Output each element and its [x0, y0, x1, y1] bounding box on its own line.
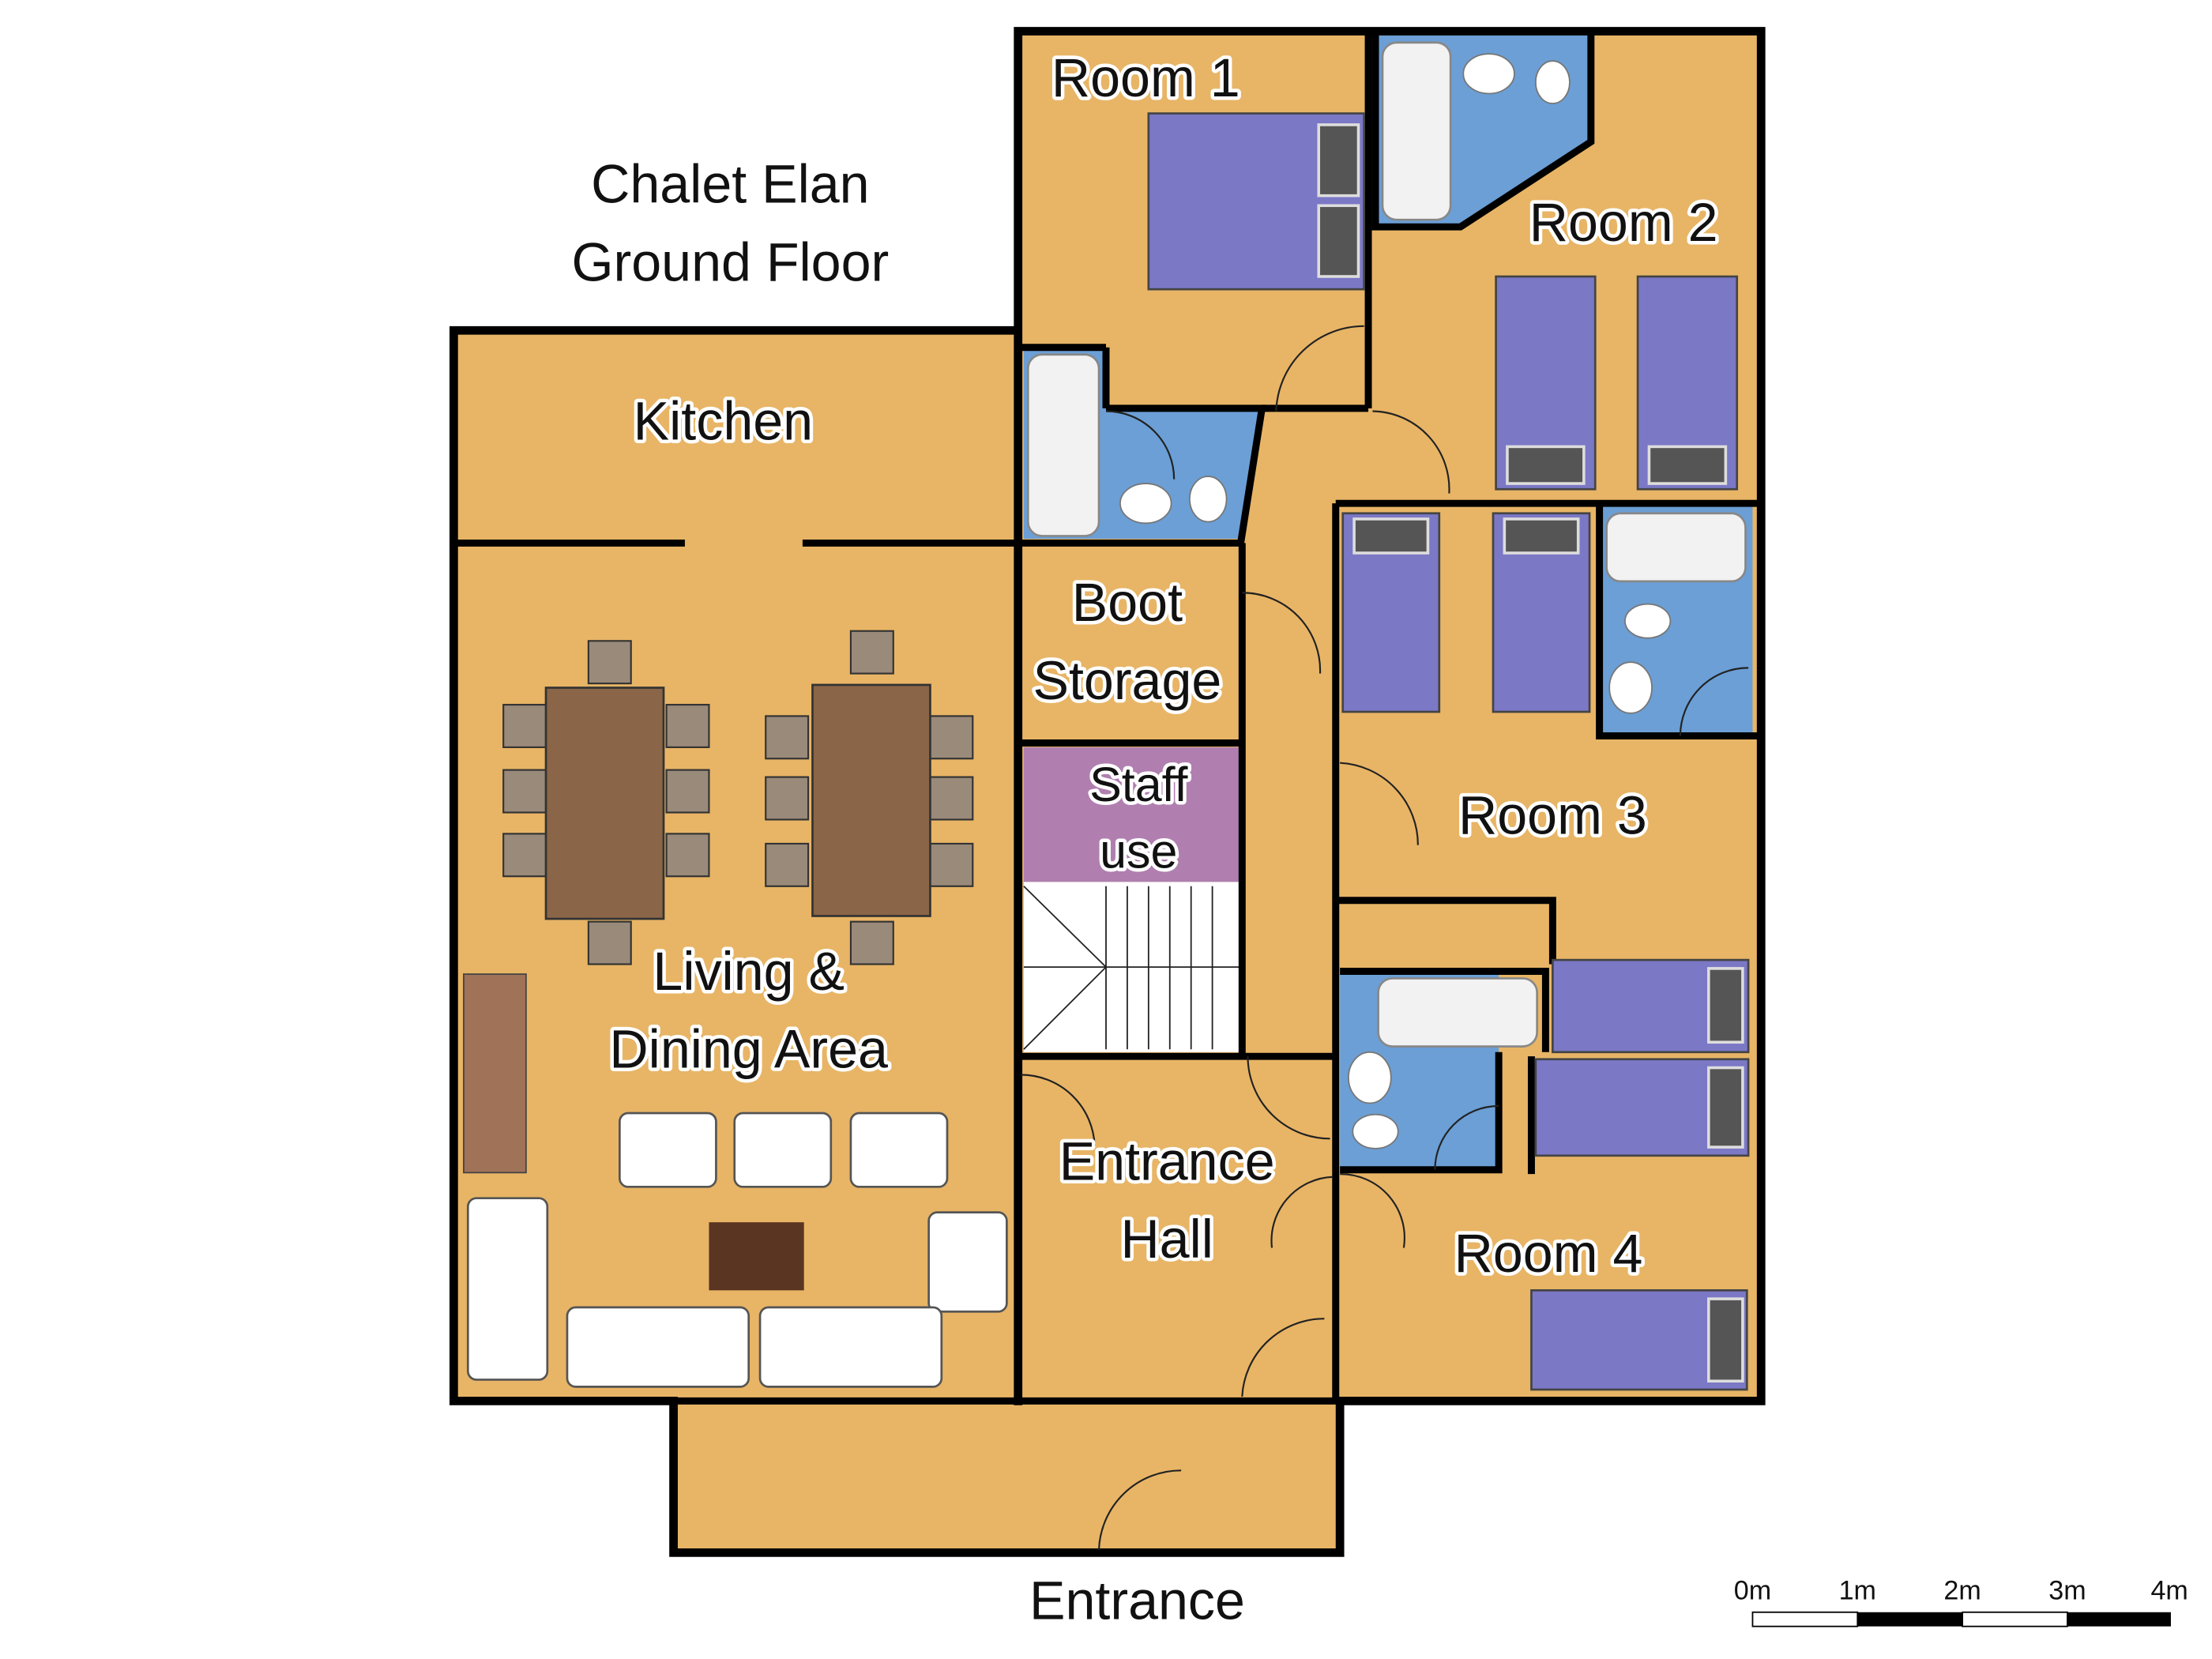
toilet-icon [1624, 603, 1672, 639]
sink-icon [1462, 53, 1515, 95]
bathtub [1605, 512, 1747, 583]
label-living-1: Living & [653, 942, 845, 1002]
label-staff-1: Staff [1089, 758, 1188, 811]
label-living-2: Dining Area [609, 1020, 888, 1080]
label-room2: Room 2 [1529, 193, 1718, 253]
dining-furniture [502, 630, 974, 965]
toilet-icon [1534, 60, 1571, 104]
lounge-furniture [463, 973, 1008, 1388]
fireplace [463, 973, 527, 1174]
scale-tick: 1m [1839, 1576, 1876, 1606]
stair-treads [1023, 886, 1240, 1050]
armchair [733, 1112, 833, 1188]
entrance-floor [673, 1401, 1341, 1553]
bathtub [1381, 41, 1452, 221]
plan-title-line1: Chalet Elan [591, 155, 870, 215]
label-hall-2: Hall [1120, 1209, 1213, 1270]
armchair [849, 1112, 949, 1188]
scale-tick: 4m [2150, 1576, 2188, 1606]
staff-room-floor [1023, 747, 1240, 882]
label-boot-1: Boot [1072, 573, 1183, 633]
label-room1: Room 1 [1051, 48, 1240, 108]
label-boot-2: Storage [1033, 651, 1222, 711]
sofa [566, 1306, 750, 1388]
sink-icon [1348, 1051, 1392, 1104]
armchair [619, 1112, 717, 1188]
bathtub [1377, 977, 1538, 1048]
label-entrance: Entrance [1029, 1571, 1245, 1631]
sink-icon [1119, 483, 1172, 525]
plan-title-line2: Ground Floor [571, 232, 889, 292]
dining-table [811, 683, 931, 917]
toilet-icon [1189, 476, 1228, 523]
scale-bar: 0m 1m 2m 3m 4m [1734, 1576, 2188, 1627]
label-room3: Room 3 [1458, 785, 1647, 845]
scale-tick: 0m [1734, 1576, 1771, 1606]
label-kitchen: Kitchen [634, 391, 813, 451]
bath-fixtures [1026, 41, 1747, 1149]
dining-table [544, 687, 665, 920]
sofa [466, 1197, 549, 1381]
scale-tick: 3m [2048, 1576, 2086, 1606]
bathtub [1026, 353, 1100, 537]
walls [449, 27, 1766, 1557]
armchair [927, 1211, 1008, 1313]
sink-icon [1608, 661, 1653, 714]
label-room4: Room 4 [1454, 1224, 1643, 1284]
beds [1147, 112, 1750, 1391]
scale-tick: 2m [1943, 1576, 1981, 1606]
doors [1021, 325, 1749, 1550]
label-staff-2: use [1100, 824, 1177, 878]
label-hall-1: Entrance [1059, 1131, 1275, 1191]
coffee-table [709, 1222, 804, 1291]
sofa [758, 1306, 943, 1388]
toilet-icon [1352, 1113, 1399, 1149]
